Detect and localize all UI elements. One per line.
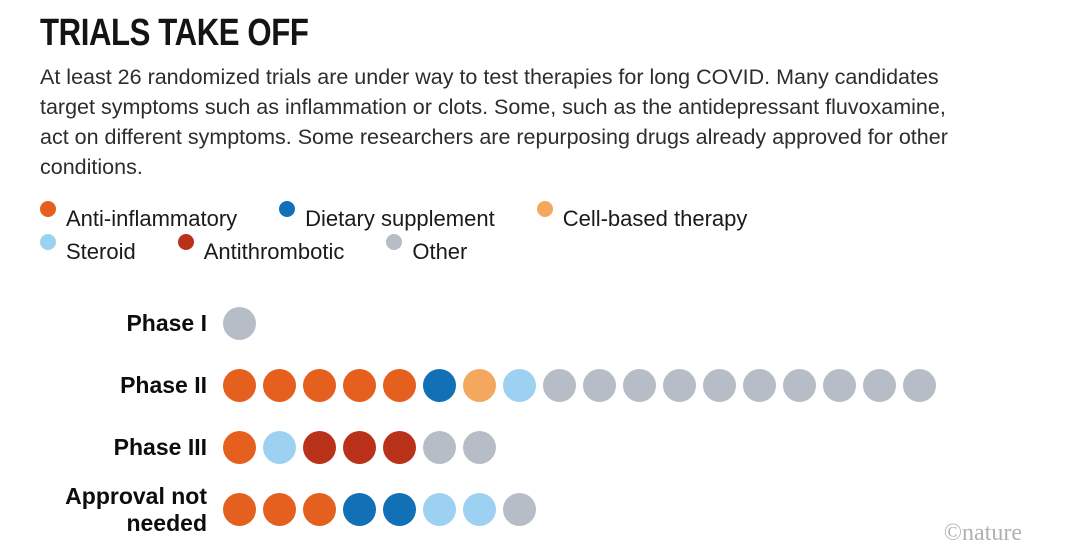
row-label-phase-ii: Phase II [120, 372, 207, 399]
steroid-dot-icon [40, 234, 56, 251]
trial-dot-anti-inflammatory [343, 369, 376, 403]
antithrombotic-dot-icon [177, 234, 194, 251]
page-title: TRIALS TAKE OFF [40, 12, 309, 54]
anti-inflammatory-dot-icon [40, 201, 56, 218]
trial-dot-other [423, 431, 456, 465]
legend-label: Steroid [66, 239, 136, 265]
dot-matrix-chart: Phase I Phase II Phase III Approval not nee… [40, 293, 1040, 541]
trial-dot-anti-inflammatory [223, 431, 256, 465]
dot-group-approval-not-needed [223, 493, 536, 527]
trial-dot-antithrombotic [383, 431, 416, 465]
dietary-supplement-dot-icon [279, 201, 296, 218]
trial-dot-other [543, 369, 576, 403]
trial-dot-anti-inflammatory [263, 493, 296, 527]
chart-row-phase-ii: Phase II [40, 355, 1040, 417]
trial-dot-steroid [263, 431, 296, 465]
dot-group-phase-i [223, 307, 256, 341]
row-label-approval-not-needed: Approval not needed [65, 482, 207, 536]
legend-label: Anti-inflammatory [66, 206, 238, 232]
chart-row-approval-not-needed: Approval not needed [40, 479, 1040, 541]
legend-item-cell-based-therapy: Cell-based therapy [536, 201, 748, 232]
dot-group-phase-ii [223, 369, 936, 403]
trial-dot-antithrombotic [303, 431, 336, 465]
legend-item-anti-inflammatory: Anti-inflammatory [40, 201, 238, 232]
legend-label: Cell-based therapy [562, 206, 748, 232]
trial-dot-anti-inflammatory [223, 369, 256, 403]
dot-group-phase-iii [223, 431, 496, 465]
row-label-phase-iii: Phase III [113, 434, 207, 461]
legend-item-dietary-supplement: Dietary supplement [279, 201, 495, 232]
trial-dot-anti-inflammatory [303, 493, 336, 527]
row-label-phase-i: Phase I [126, 310, 207, 337]
trial-dot-cell-based-therapy [463, 369, 496, 403]
legend-item-other: Other [386, 234, 468, 265]
trial-dot-other [503, 493, 536, 527]
trial-dot-steroid [463, 493, 496, 527]
trial-dot-dietary-supplement [383, 493, 416, 527]
legend-label: Antithrombotic [203, 239, 345, 265]
trial-dot-other [743, 369, 776, 403]
trial-dot-anti-inflammatory [303, 369, 336, 403]
trial-dot-anti-inflammatory [263, 369, 296, 403]
trial-dot-other [623, 369, 656, 403]
trial-dot-other [903, 369, 936, 403]
trial-dot-steroid [423, 493, 456, 527]
other-dot-icon [386, 234, 403, 251]
trial-dot-antithrombotic [343, 431, 376, 465]
trial-dot-other [703, 369, 736, 403]
trial-dot-other [823, 369, 856, 403]
trial-dot-other [663, 369, 696, 403]
cell-based-therapy-dot-icon [536, 201, 553, 218]
trial-dot-steroid [503, 369, 536, 403]
trial-dot-other [783, 369, 816, 403]
legend-label: Other [412, 239, 468, 265]
nature-logo: ©nature [943, 520, 1022, 546]
legend-label: Dietary supplement [305, 206, 495, 232]
legend-row: Steroid Antithrombotic Other [40, 234, 1040, 269]
trial-dot-other [223, 307, 256, 341]
trial-dot-other [583, 369, 616, 403]
content-area: TRIALS TAKE OFF At least 26 randomized t… [40, 12, 1040, 541]
trial-dot-anti-inflammatory [383, 369, 416, 403]
trial-dot-other [463, 431, 496, 465]
trial-dot-dietary-supplement [423, 369, 456, 403]
legend-item-antithrombotic: Antithrombotic [177, 234, 345, 265]
chart-row-phase-iii: Phase III [40, 417, 1040, 479]
trial-dot-dietary-supplement [343, 493, 376, 527]
chart-description: At least 26 randomized trials are under … [40, 64, 948, 179]
legend-row: Anti-inflammatory Dietary supplement Cell-… [40, 201, 1040, 236]
trial-dot-other [863, 369, 896, 403]
trial-dot-anti-inflammatory [223, 493, 256, 527]
legend-item-steroid: Steroid [40, 234, 136, 265]
legend: Anti-inflammatory Dietary supplement Cell-… [40, 201, 1040, 269]
chart-row-phase-i: Phase I [40, 293, 1040, 355]
